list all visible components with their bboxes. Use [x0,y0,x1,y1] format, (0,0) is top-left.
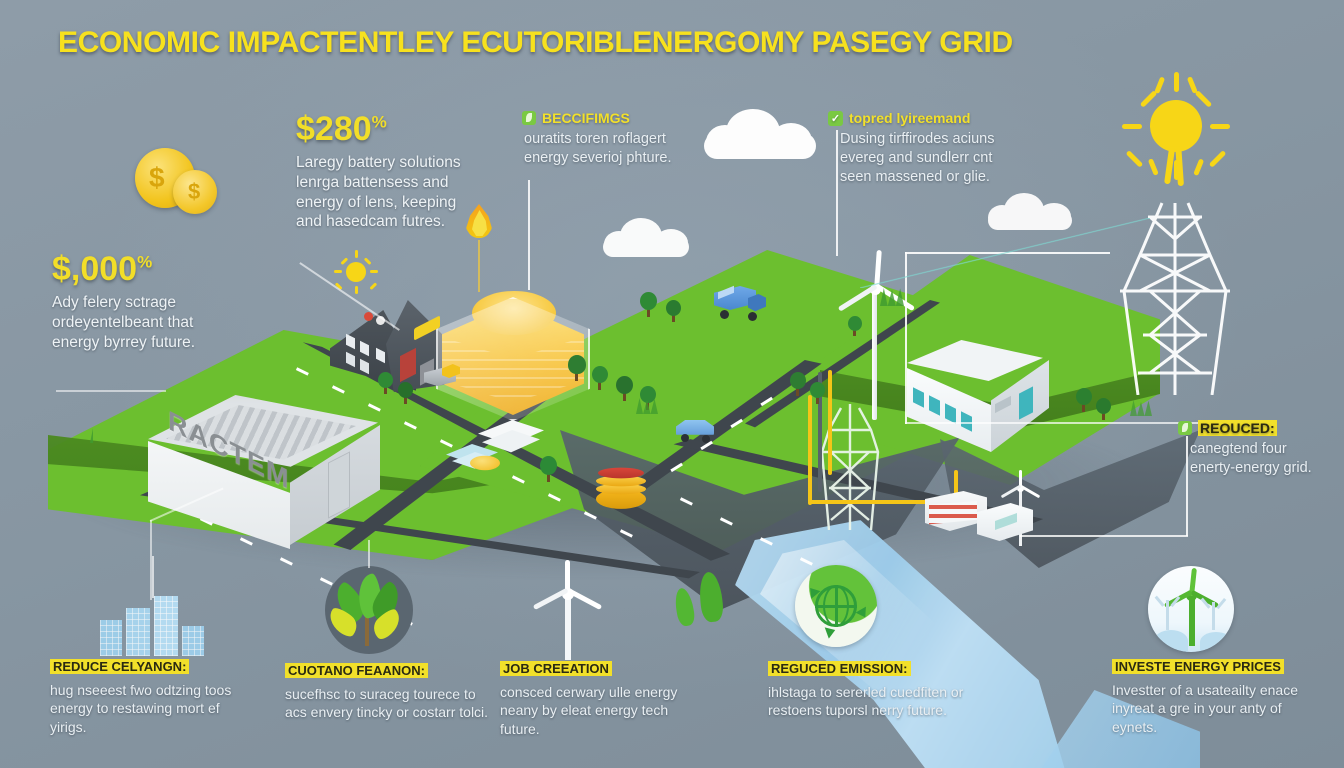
stat-000: $,000% Ady felery sctrage ordeyentelbean… [52,252,232,352]
callout-demand-body: Dusing tirffirodes aciuns evereg and sun… [840,131,995,185]
pylon-svg [1120,202,1230,396]
cloud-icon-2 [600,215,692,259]
wind-turbine-icon [830,249,920,420]
bottom-custano-body: sucefhsc to suraceg tourece to acs enver… [285,686,489,721]
callout-reduced-rule [1186,436,1188,536]
delivery-truck-icon [708,282,770,326]
coin-vault-icon [428,275,598,435]
single-coin-icon [470,450,500,476]
city-buildings-icon [100,596,205,656]
coin-stack-icon [592,462,652,518]
gold-coins-icon: $ $ [135,148,225,218]
page-title: ECONOMIC IMPACTENTLEY ECUTORIBLENERGOMY … [58,26,1013,59]
electric-car-icon [672,414,724,448]
energy-cable-grey [818,372,822,492]
flame-connector [478,240,480,292]
grass-tuft-2 [636,398,658,414]
callout-demand-head: ✓ topred lyireemand [828,110,1006,126]
bottom-emission: REGUCED EMISSION: ihlstaga to sererled c… [768,660,973,720]
bottom-reduce-body: hug nseeest fwo odtzing toos energy to r… [50,682,232,735]
bottom-custano-head: CUOTANO FEAANON: [285,662,490,680]
sun-icon [334,250,378,294]
bottom-emission-head: REGUCED EMISSION: [768,660,973,678]
bottom-reduce: REDUCE CELYANGN: hug nseeest fwo odtzing… [50,658,255,736]
leaf-badge-icon [1178,421,1192,435]
flame-icon [462,198,496,244]
money-bundle-icon [444,418,554,488]
energy-cable-3 [954,470,958,504]
transmission-tower-icon [1110,195,1240,396]
leaf-icon-decor [697,570,725,624]
callout-benefits-body: ouratits toren roflagert energy severioj… [524,131,672,166]
bottom-invest-body: Investter of a usateailty enace inyreat … [1112,682,1298,735]
bottom-emission-body: ihlstaga to sererled cuedfiten or restoe… [768,684,964,719]
excavator-icon [418,358,468,396]
callout-reduced-head: REOUCED: [1178,420,1330,436]
bottom-reduce-rule [152,556,154,598]
callout-demand-rule [836,130,838,256]
bottom-jobs-body: consced cerwary ulle energy neany by ele… [500,684,678,737]
grass-tuft-3 [880,288,904,306]
bottom-jobs: JOB CREEATION consced cerwary ulle energ… [500,660,705,738]
callout-benefits: BECCIFIMGS ouratits toren roflagert ener… [522,110,682,168]
check-icon: ✓ [828,110,843,126]
stat-280: $280% Laregy battery solutions lenrga ba… [296,112,468,232]
callout-reduced: REOUCED: canegtend four enerty-energy gr… [1178,420,1330,478]
bottom-reduce-head: REDUCE CELYANGN: [50,658,255,676]
stat-000-value: $,000% [52,250,153,288]
bottom-jobs-head: JOB CREEATION [500,660,705,678]
warehouse-leader-line [150,520,152,600]
energy-cable-bend [808,500,958,504]
energy-cable-2 [808,395,812,505]
leaf-icon-decor-2 [672,586,697,628]
cloud-icon [700,105,820,163]
globe-recycle-icon [795,565,877,647]
transmission-tower-small-icon [815,400,885,531]
callout-demand: ✓ topred lyireemand Dusing tirffirodes a… [828,110,1006,187]
callout-benefits-head: BECCIFIMGS [522,110,682,126]
leaf-circle-icon [325,566,413,654]
factory-building-icon [148,395,398,560]
bottom-custano: CUOTANO FEAANON: sucefhsc to suraceg tou… [285,662,490,722]
callout-benefits-rule [528,180,530,290]
wind-turbine-circle-icon [1148,566,1234,652]
stat-280-body: Laregy battery solutions lenrga battense… [296,154,461,231]
power-line-lower [905,422,1205,424]
wind-turbine-icon-bottom [528,560,608,660]
bottom-invest-head: INVESTE ENERGY PRICES [1112,658,1330,676]
cloud-icon-3 [985,190,1075,232]
industrial-building-icon [895,340,1055,470]
energy-cable-1 [828,370,832,475]
stat-000-leader-line [56,390,166,392]
battery-container-icon [925,485,1045,545]
sun-right-icon [1120,70,1232,187]
grass-tuft-4 [1130,400,1152,416]
stat-000-body: Ady felery sctrage ordeyentelbeant that … [52,294,196,351]
stat-280-value: $280% [296,110,387,148]
callout-reduced-rule-h [1020,535,1188,537]
pylon-small-svg [820,404,880,531]
power-line-riser [905,252,907,424]
bottom-custano-rule [368,540,370,568]
leaf-badge-icon [522,111,536,125]
callout-reduced-body: canegtend four enerty-energy grid. [1190,441,1312,476]
bottom-invest: INVESTE ENERGY PRICES Investter of a usa… [1112,658,1330,736]
